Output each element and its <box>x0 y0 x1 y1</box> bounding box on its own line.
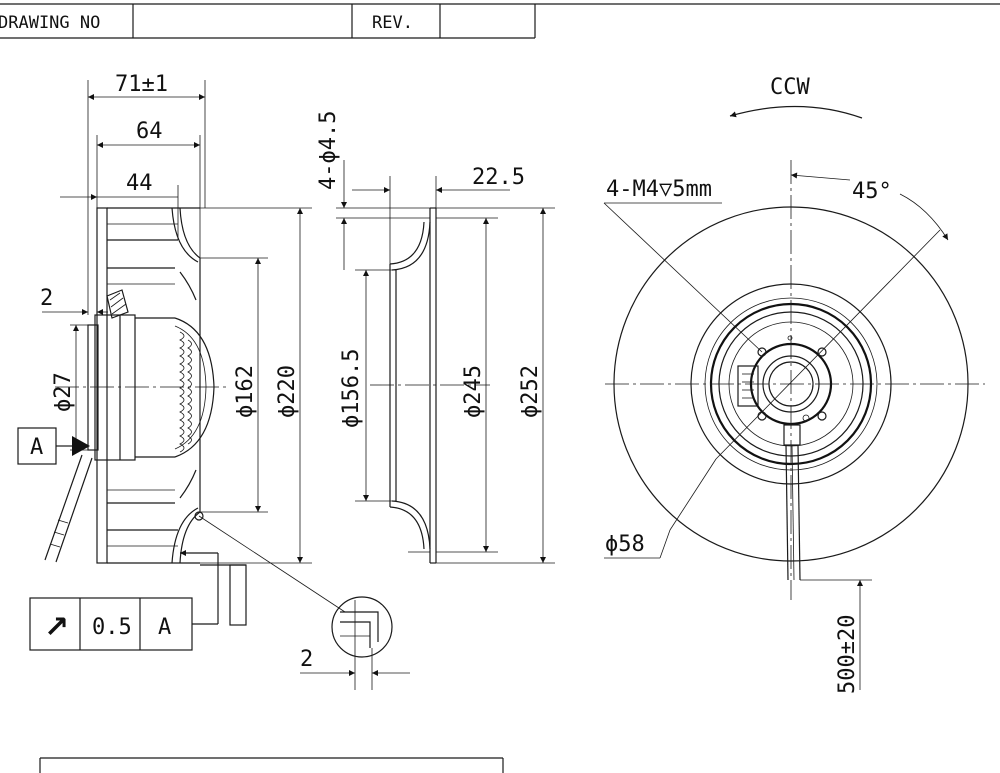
runout-symbol: ↗ <box>44 610 69 645</box>
rotation-label: CCW <box>770 75 810 100</box>
rev-label: REV. <box>372 13 413 33</box>
tolerance-frame: ↗ 0.5 A <box>29 550 247 651</box>
section-view <box>370 207 490 564</box>
runout-value: 0.5 <box>92 615 132 640</box>
dim-width-44: 44 <box>126 171 153 196</box>
dim-overall-width: 71±1 <box>115 72 168 97</box>
dim-cable-length: 500±20 <box>835 615 860 694</box>
side-view <box>44 207 346 613</box>
dim-offset-2: 2 <box>40 286 53 311</box>
detail-view: 2 <box>300 596 410 690</box>
dim-dia-220: ϕ220 <box>275 365 300 418</box>
datum-a-label: A <box>30 435 43 460</box>
front-view-annotations: CCW 4-M4▽5mm 45° ϕ58 500±20 <box>604 75 949 694</box>
mount-hole <box>817 347 827 357</box>
angle-label: 45° <box>852 179 892 204</box>
side-view-dimensions: 71±1 64 44 2 ϕ27 ϕ162 ϕ220 A <box>17 72 312 564</box>
dim-depth: 22.5 <box>472 165 525 190</box>
drawing-no-label: DRAWING NO <box>0 13 100 33</box>
dim-holes: 4-ϕ4.5 <box>316 111 341 190</box>
mount-hole <box>757 411 767 421</box>
dim-dia-27: ϕ27 <box>51 372 76 412</box>
runout-datum: A <box>158 615 171 640</box>
rotation-arrow <box>729 105 863 119</box>
dim-dia-58: ϕ58 <box>605 532 645 557</box>
front-view <box>603 160 985 600</box>
datum-triangle <box>72 436 90 456</box>
dim-dia-156-5: ϕ156.5 <box>339 349 364 428</box>
bottom-frame <box>39 757 504 773</box>
section-view-dimensions: 4-ϕ4.5 22.5 ϕ156.5 ϕ245 ϕ252 <box>316 111 555 564</box>
cable-gland <box>783 424 801 446</box>
title-block: DRAWING NO REV. <box>0 3 1000 39</box>
label-plate <box>737 365 759 407</box>
mount-hole <box>817 411 827 421</box>
dim-dia-245: ϕ245 <box>461 365 486 418</box>
dim-dia-162: ϕ162 <box>233 365 258 418</box>
dim-width-64: 64 <box>136 119 163 144</box>
mount-hole <box>757 347 767 357</box>
thread-spec: 4-M4▽5mm <box>606 177 712 202</box>
dim-dia-252: ϕ252 <box>518 365 543 418</box>
detail-dim-2: 2 <box>300 647 313 672</box>
